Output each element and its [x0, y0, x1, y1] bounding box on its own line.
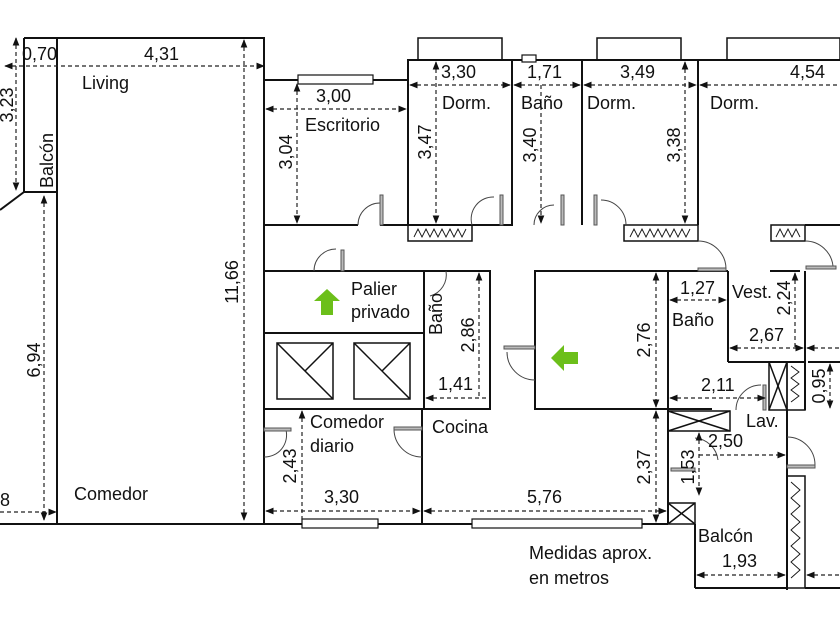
dim-dorm1-height: 3,47: [415, 124, 435, 159]
dim-left-height: 6,94: [24, 342, 44, 377]
dim-balcon-right-width: 1,93: [722, 551, 757, 571]
dim-balcon-height: 3,23: [0, 87, 17, 122]
room-label-dorm-3: Dorm.: [710, 93, 759, 113]
dim-cocina-height: 2,37: [634, 449, 654, 484]
room-label-living: Living: [82, 73, 129, 93]
dim-bano-top-width: 1,71: [527, 62, 562, 82]
dim-escritorio-width: 3,00: [316, 86, 351, 106]
dim-escritorio-height: 3,04: [276, 134, 296, 169]
dim-left-bottom: 8: [0, 490, 10, 510]
elevator-1: [276, 342, 334, 400]
dim-balcon-right-top: 2,50: [708, 431, 743, 451]
dim-comedor-diario-width: 3,30: [324, 487, 359, 507]
dimension-lines: [0, 37, 840, 579]
room-label-comedor-diario-1: Comedor: [310, 412, 384, 432]
dim-dorm3-width: 4,54: [790, 62, 825, 82]
room-label-lav: Lav.: [746, 411, 779, 431]
dim-dorm2-width: 3,49: [620, 62, 655, 82]
dim-vest-width: 2,67: [749, 325, 784, 345]
elevator-2: [353, 342, 411, 400]
room-label-palier-1: Palier: [351, 279, 397, 299]
entry-arrows: [314, 289, 578, 371]
dim-hall-height: 2,76: [634, 322, 654, 357]
arrow-up-icon: [314, 289, 340, 315]
room-label-bano-right: Baño: [672, 310, 714, 330]
room-label-comedor: Comedor: [74, 484, 148, 504]
dim-comedor-diario-height: 2,43: [280, 448, 300, 483]
dim-dorm1-width: 3,30: [441, 62, 476, 82]
room-label-balcon-left: Balcón: [37, 133, 57, 188]
room-label-palier-2: privado: [351, 302, 410, 322]
room-label-dorm-2: Dorm.: [587, 93, 636, 113]
dim-living-height: 11,66: [222, 260, 242, 304]
dim-balcon-right-height: 1,53: [678, 449, 698, 484]
dim-vest-height: 2,24: [774, 280, 794, 315]
dim-balcon-width: 0,70: [22, 44, 57, 64]
closets: [407, 224, 806, 579]
dim-lav-width: 2,11: [701, 375, 735, 395]
dim-lav-height: 0,95: [809, 368, 829, 403]
note-line-1: Medidas aprox.: [529, 543, 652, 563]
room-label-comedor-diario-2: diario: [310, 436, 354, 456]
dimension-labels: 0,70 4,31 3,23 6,94 8 11,66 3,00 3,04 3,…: [0, 44, 829, 571]
room-label-dorm-1: Dorm.: [442, 93, 491, 113]
room-labels: Living Balcón Comedor Escritorio Dorm. B…: [37, 73, 779, 546]
dim-bano-small-width: 1,41: [438, 374, 473, 394]
dim-bano-top-height: 3,40: [520, 127, 540, 162]
dim-dorm2-height: 3,38: [664, 127, 684, 162]
arrow-left-icon: [551, 345, 578, 371]
room-label-bano-top: Baño: [521, 93, 563, 113]
windows: [297, 74, 643, 529]
room-label-balcon-right: Balcón: [698, 526, 753, 546]
room-label-bano-small: Baño: [426, 293, 446, 335]
dim-living-width: 4,31: [144, 44, 179, 64]
note-line-2: en metros: [529, 568, 609, 588]
dim-bano-right-width: 1,27: [680, 278, 715, 298]
dim-cocina-width: 5,76: [527, 487, 562, 507]
measurement-note: Medidas aprox. en metros: [529, 543, 652, 588]
room-label-escritorio: Escritorio: [305, 115, 380, 135]
dim-bano-small-height: 2,86: [458, 317, 478, 352]
room-label-cocina: Cocina: [432, 417, 489, 437]
room-label-vest: Vest.: [732, 282, 772, 302]
